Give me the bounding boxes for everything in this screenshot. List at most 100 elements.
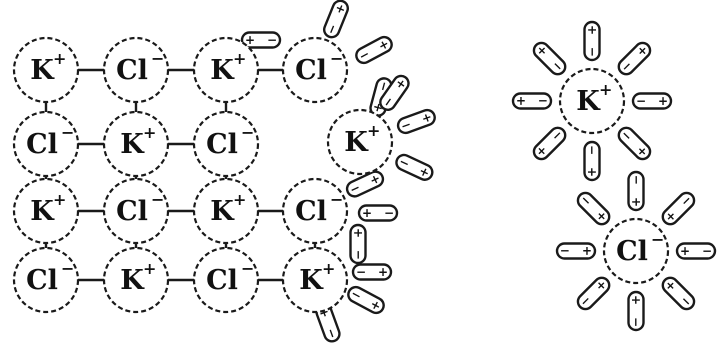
potassium-ion: K+ [283, 248, 347, 312]
water-dipole: +− [346, 284, 387, 315]
dipole-body [616, 40, 653, 77]
dipole-sign: − [629, 175, 643, 185]
water-dipole: +− [616, 40, 653, 77]
chloride-ion: Cl− [14, 112, 78, 176]
dipole-sign: + [585, 167, 599, 177]
ion-symbol: Cl [295, 55, 327, 86]
ion-charge: − [151, 49, 164, 68]
hydrated-potassium-ion: K+ [560, 69, 624, 133]
dipole-sign: + [658, 94, 668, 108]
potassium-ion: K+ [14, 38, 78, 102]
water-dipole: +− [351, 225, 366, 263]
hydrated-chloride-ion: Cl− [604, 219, 668, 283]
chloride-ion: Cl− [104, 38, 168, 102]
dipole-sign: + [585, 25, 599, 35]
ion-charge: − [651, 230, 664, 249]
water-dipole: +− [396, 108, 437, 135]
ion-charge: + [53, 190, 66, 209]
dipole-sign: − [636, 94, 646, 108]
water-dipole: +− [353, 265, 391, 280]
water-dipole: +− [616, 125, 653, 162]
ion-charge: + [143, 123, 156, 142]
dipole-sign: + [582, 244, 592, 258]
chloride-ion: Cl− [194, 248, 258, 312]
ion-symbol: K [30, 196, 55, 227]
water-dipole: +− [531, 40, 568, 77]
potassium-ion: K+ [104, 112, 168, 176]
dipole-sign: + [629, 197, 643, 207]
dipole-body [660, 275, 697, 312]
ion-symbol: Cl [206, 265, 238, 296]
dipole-sign: − [356, 265, 366, 279]
ion-charge: + [143, 259, 156, 278]
ion-symbol: Cl [116, 196, 148, 227]
ion-charge: + [599, 80, 612, 99]
chloride-ion: Cl− [194, 112, 258, 176]
ion-charge: − [61, 259, 74, 278]
lattice-bonds [46, 70, 315, 280]
dipole-sign: − [267, 33, 277, 47]
ion-symbol: Cl [295, 196, 327, 227]
water-dipole: −+ [677, 244, 715, 259]
ion-symbol: K [210, 196, 235, 227]
water-dipole: +− [322, 0, 350, 39]
dipole-sign: − [351, 250, 365, 260]
ion-symbol: Cl [206, 129, 238, 160]
ion-charge: − [330, 190, 343, 209]
ion-symbol: Cl [26, 265, 58, 296]
dipole-body [575, 275, 612, 312]
water-dipole: −+ [660, 275, 697, 312]
chloride-ion: Cl− [104, 179, 168, 243]
dipole-sign: + [378, 265, 388, 279]
potassium-ion: K+ [14, 179, 78, 243]
potassium-ion: K+ [194, 38, 258, 102]
ion-charge: + [233, 190, 246, 209]
ion-charge: + [367, 121, 380, 140]
ion-symbol: K [30, 55, 55, 86]
dipole-sign: + [351, 228, 365, 238]
water-dipole: +− [585, 22, 600, 60]
dipole-sign: − [629, 317, 643, 327]
detaching-potassium-ion: K+ [328, 110, 392, 174]
ion-charge: − [241, 123, 254, 142]
ion-charge: + [322, 259, 335, 278]
water-dipole: −+ [575, 190, 612, 227]
dipole-body [531, 125, 568, 162]
dipole-sign: − [702, 244, 712, 258]
dipole-sign: + [629, 295, 643, 305]
water-dipole: +− [531, 125, 568, 162]
water-dipole: −+ [359, 206, 397, 221]
ion-charge: + [233, 49, 246, 68]
ion-symbol: K [576, 86, 601, 117]
ion-charge: − [330, 49, 343, 68]
dipole-body [660, 190, 697, 227]
ion-charge: − [61, 123, 74, 142]
water-dipole: −+ [629, 172, 644, 210]
dipole-sign: − [560, 244, 570, 258]
dipole-body [575, 190, 612, 227]
potassium-ion: K+ [194, 179, 258, 243]
dipole-sign: − [585, 47, 599, 57]
ion-symbol: K [120, 265, 145, 296]
ion-charge: − [241, 259, 254, 278]
water-dipole: +− [354, 34, 395, 65]
dipole-sign: − [585, 145, 599, 155]
water-dipole: +− [633, 94, 671, 109]
water-dipole: +− [585, 142, 600, 180]
dipole-sign: − [538, 94, 548, 108]
ion-symbol: K [299, 265, 324, 296]
ion-symbol: Cl [26, 129, 58, 160]
water-dipole: −+ [629, 292, 644, 330]
water-dipole: −+ [575, 275, 612, 312]
ion-charge: − [151, 190, 164, 209]
dipole-sign: + [680, 244, 690, 258]
water-dipole: −+ [557, 244, 595, 259]
ions: K+Cl−K+Cl−Cl−K+Cl−K+Cl−K+Cl−Cl−K+Cl−K+K+… [14, 38, 668, 312]
ion-symbol: K [120, 129, 145, 160]
dipole-body [531, 40, 568, 77]
chloride-ion: Cl− [283, 38, 347, 102]
dipole-sign: − [384, 206, 394, 220]
water-dipole: −+ [660, 190, 697, 227]
